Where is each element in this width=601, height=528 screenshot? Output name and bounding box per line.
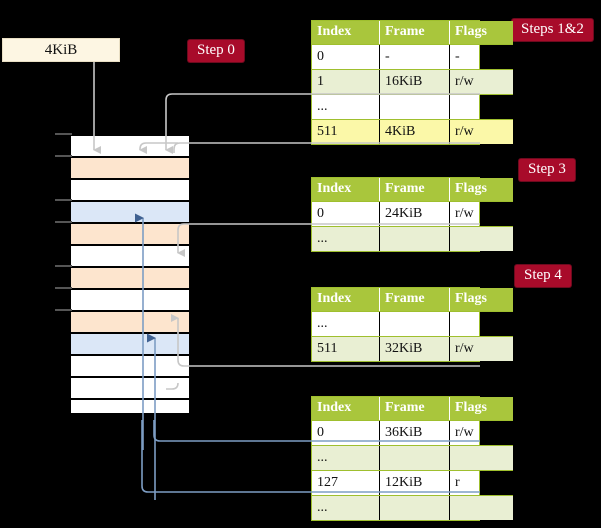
table-header-row: Index Frame Flags [312,397,513,421]
column-header-flags: Flags [449,288,513,312]
memory-row [71,355,189,377]
cell-frame [379,311,450,337]
cell-index: ... [312,226,380,251]
page-table-pdpt: Index Frame Flags 0 24KiB r/w ... [311,177,513,252]
cell-flags [449,495,513,520]
table-row: 1 16KiB r/w [312,69,513,95]
table-row: 0 - - [312,44,513,70]
table-row: ... [312,311,513,337]
cell-flags: r [449,470,513,496]
memory-tick [55,287,72,289]
memory-row [71,135,189,157]
cell-frame: 32KiB [379,336,450,361]
column-header-flags: Flags [449,178,513,202]
cell-frame: 36KiB [379,420,450,446]
memory-tick [55,155,72,157]
table-row: ... [312,94,513,120]
cell-flags [449,445,513,471]
column-header-index: Index [312,288,380,312]
column-header-frame: Frame [379,288,450,312]
memory-tick [55,265,72,267]
table-row: 511 4KiB r/w [312,119,513,144]
memory-row [71,267,189,289]
memory-row [71,245,189,267]
step-label-step0: Step 0 [188,40,244,62]
cell-frame: 12KiB [379,470,450,496]
cell-flags [449,94,513,120]
column-header-frame: Frame [379,397,450,421]
memory-tick [55,221,72,223]
cell-index: 127 [312,470,380,496]
cell-frame [379,495,450,520]
memory-row [71,223,189,245]
column-header-frame: Frame [379,178,450,202]
column-header-flags: Flags [449,21,513,45]
table-row: 0 36KiB r/w [312,420,513,446]
cell-index: ... [312,94,380,120]
table-header-row: Index Frame Flags [312,21,513,45]
cell-flags [449,311,513,337]
memory-row [71,179,189,201]
cell-frame [379,445,450,471]
cell-index: 1 [312,69,380,95]
cell-index: ... [312,495,380,520]
cell-frame: 24KiB [379,201,450,227]
cell-flags: r/w [449,69,513,95]
table-row: 0 24KiB r/w [312,201,513,227]
cell-frame [379,94,450,120]
memory-tick [55,133,72,135]
cell-flags: - [449,44,513,70]
cell-index: 0 [312,420,380,446]
table-row: ... [312,495,513,520]
column-header-flags: Flags [449,397,513,421]
table-row: ... [312,226,513,251]
cell-index: ... [312,445,380,471]
memory-row [71,333,189,355]
physical-memory-column [69,133,191,416]
cell-frame: 16KiB [379,69,450,95]
step-label-steps12: Steps 1&2 [512,19,593,41]
memory-row [71,399,189,414]
cell-index: 511 [312,119,380,144]
step-label-step4: Step 4 [515,265,571,287]
memory-row [71,201,189,223]
cell-index: 0 [312,201,380,227]
memory-tick [55,309,72,311]
source-frame-box: 4KiB [2,38,120,62]
column-header-index: Index [312,21,380,45]
page-table-pd: Index Frame Flags ... 511 32KiB r/w [311,287,513,362]
table-header-row: Index Frame Flags [312,178,513,202]
cell-flags: r/w [449,201,513,227]
step-label-step3: Step 3 [519,159,575,181]
cell-index: 0 [312,44,380,70]
cell-frame [379,226,450,251]
cell-flags: r/w [449,119,513,144]
column-header-index: Index [312,178,380,202]
cell-flags [449,226,513,251]
column-header-frame: Frame [379,21,450,45]
table-header-row: Index Frame Flags [312,288,513,312]
cell-frame: 4KiB [379,119,450,144]
page-table-pt: Index Frame Flags 0 36KiB r/w ... 127 [311,396,513,521]
cell-index: 511 [312,336,380,361]
memory-tick [55,199,72,201]
cell-flags: r/w [449,420,513,446]
cell-index: ... [312,311,380,337]
page-table-pml4: Index Frame Flags 0 - - 1 16KiB r/w ... [311,20,513,145]
memory-row [71,377,189,399]
cell-flags: r/w [449,336,513,361]
memory-row [71,311,189,333]
cell-frame: - [379,44,450,70]
table-row: 511 32KiB r/w [312,336,513,361]
table-row: 127 12KiB r [312,470,513,496]
column-header-index: Index [312,397,380,421]
table-row: ... [312,445,513,471]
memory-row [71,157,189,179]
memory-row [71,289,189,311]
